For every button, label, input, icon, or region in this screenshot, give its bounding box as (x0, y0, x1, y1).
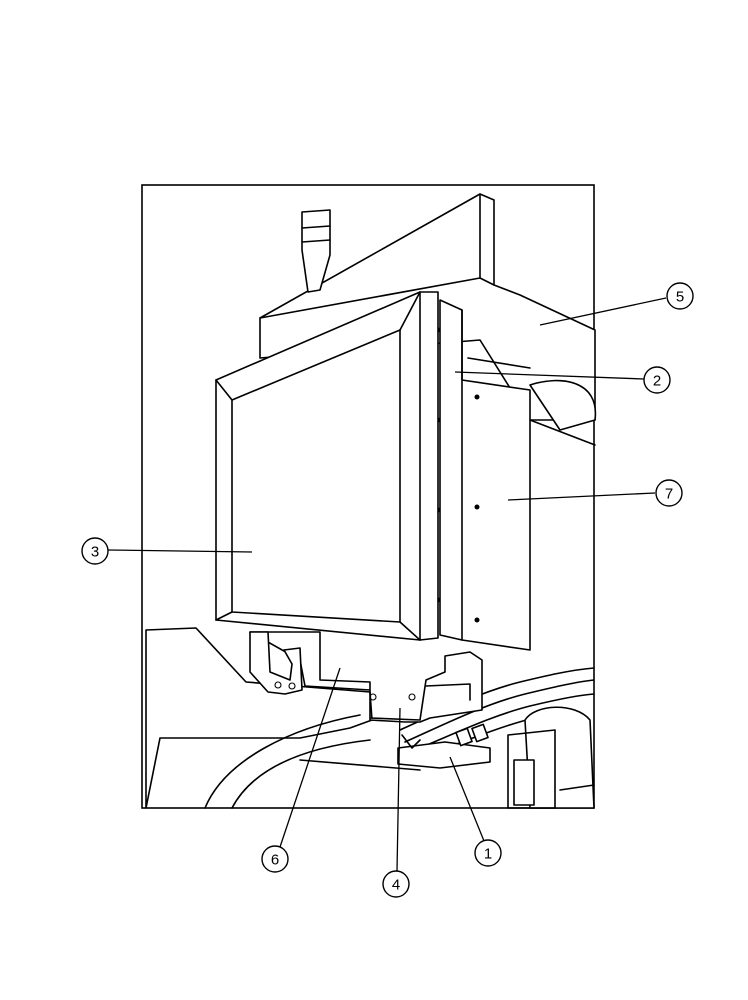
callout-2: 2 (643, 366, 671, 394)
callout-6-label: 6 (271, 852, 279, 869)
callout-1-label: 1 (484, 846, 492, 863)
side-panel-assembly (435, 299, 531, 651)
callout-5-label: 5 (676, 289, 684, 306)
callout-5: 5 (666, 282, 694, 310)
callout-2-label: 2 (653, 373, 661, 390)
leader-3 (107, 549, 253, 553)
callout-6: 6 (261, 845, 289, 873)
leader-7 (507, 492, 656, 501)
leader-4 (396, 707, 401, 872)
callout-7-label: 7 (665, 486, 673, 503)
leader-1 (449, 756, 485, 842)
leader-lines (107, 297, 667, 872)
callout-7: 7 (655, 479, 683, 507)
leader-5 (539, 297, 667, 326)
callout-4-label: 4 (392, 877, 400, 894)
callout-1: 1 (474, 839, 502, 867)
callout-4: 4 (382, 870, 410, 898)
leader-6 (279, 667, 341, 848)
mounting-bracket (249, 631, 483, 723)
front-filter-panel (215, 291, 439, 641)
lower-machine-parts (145, 627, 595, 809)
callout-3: 3 (81, 537, 109, 565)
leader-2 (454, 371, 645, 380)
callout-3-label: 3 (91, 544, 99, 561)
